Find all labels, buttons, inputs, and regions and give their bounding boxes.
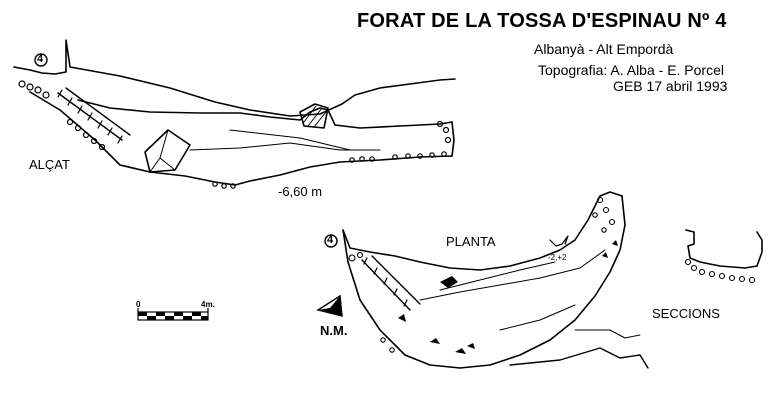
elevation-view-label: ALÇAT bbox=[29, 157, 70, 172]
entrance-marker-plan bbox=[324, 234, 338, 248]
group-date-text: GEB 17 abril 1993 bbox=[613, 78, 728, 94]
plan-point-label: -2,+2 bbox=[548, 253, 567, 262]
elevation-drawing bbox=[13, 39, 456, 186]
plan-pebbles bbox=[348, 196, 616, 353]
sections-drawing bbox=[685, 229, 763, 269]
north-arrow bbox=[316, 294, 343, 317]
entrance-marker-elevation bbox=[34, 53, 48, 67]
depth-label: -6,60 m bbox=[278, 184, 323, 199]
topography-credit: Topografia: A. Alba - E. Porcel bbox=[538, 62, 724, 78]
entrance-number-elevation: 4 bbox=[37, 53, 44, 65]
sections-pebbles bbox=[684, 258, 756, 284]
plan-drawing bbox=[342, 191, 649, 369]
plan-boulders bbox=[398, 240, 618, 354]
plan-view-label: PLANTA bbox=[446, 234, 496, 249]
entrance-number-plan: 4 bbox=[327, 234, 334, 246]
scale-start-label: 0 bbox=[136, 300, 141, 309]
survey-title: FORAT DE LA TOSSA D'ESPINAU Nº 4 bbox=[357, 10, 727, 32]
scale-end-label: 4m. bbox=[201, 300, 215, 309]
scale-bar bbox=[137, 308, 209, 321]
sections-view-label: SECCIONS bbox=[652, 306, 720, 321]
north-label: N.M. bbox=[320, 323, 348, 338]
elevation-pebbles bbox=[18, 80, 452, 189]
location-text: Albanyà - Alt Empordà bbox=[534, 41, 674, 57]
